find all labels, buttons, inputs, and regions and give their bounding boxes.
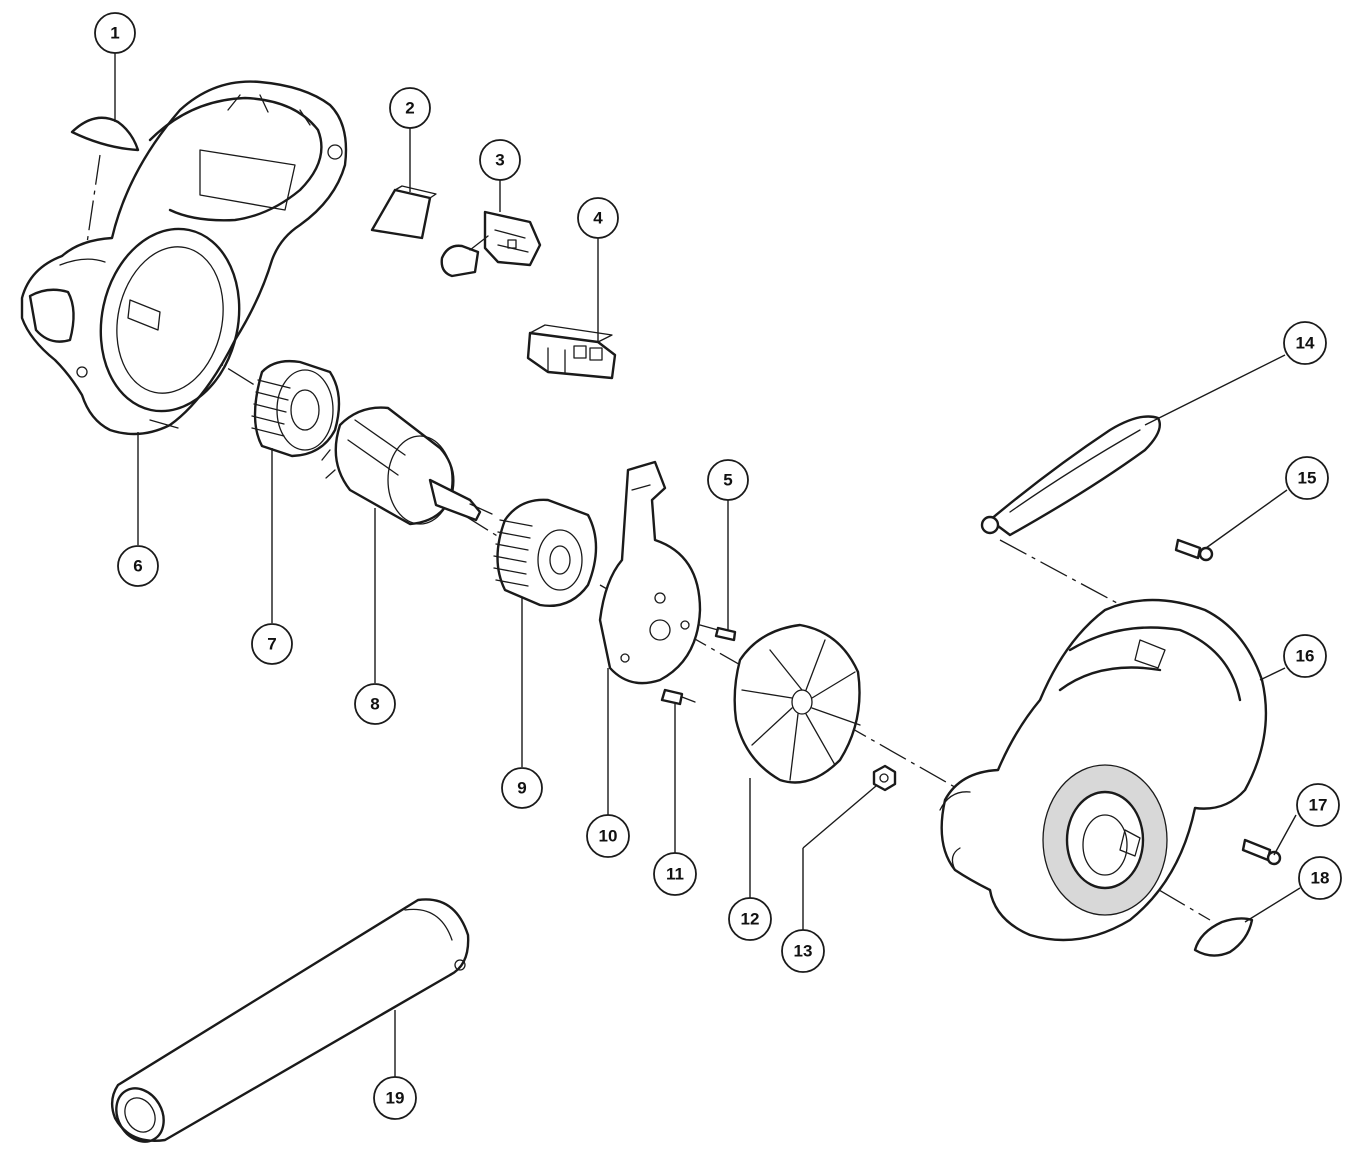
callout-12: 12	[728, 897, 772, 941]
part-18-cap	[1193, 917, 1254, 957]
callout-label: 11	[666, 865, 684, 884]
callout-label: 10	[599, 827, 618, 846]
callout-11: 11	[653, 852, 697, 896]
part-6-left-housing	[20, 80, 348, 436]
callout-label: 3	[495, 151, 504, 170]
part-14-strap	[980, 415, 1162, 537]
part-16-right-housing	[939, 598, 1268, 942]
callout-label: 19	[386, 1089, 405, 1108]
callout-label: 17	[1309, 796, 1328, 815]
callout-3: 3	[479, 139, 521, 181]
part-12-impeller-fan	[733, 623, 861, 784]
part-4-terminal-block	[526, 324, 617, 380]
callout-17: 17	[1296, 783, 1340, 827]
part-15-screw	[1174, 538, 1214, 562]
callout-label: 12	[741, 910, 760, 929]
callout-15: 15	[1285, 456, 1329, 500]
callout-13: 13	[781, 929, 825, 973]
callout-label: 5	[723, 471, 732, 490]
part-3-switch	[440, 210, 542, 278]
callout-label: 2	[405, 99, 414, 118]
callout-10: 10	[586, 814, 630, 858]
part-2-switch-cover	[370, 185, 437, 240]
leader-lines	[114, 53, 1301, 1077]
callout-5: 5	[707, 459, 749, 501]
callout-7: 7	[251, 623, 293, 665]
callout-1: 1	[94, 12, 136, 54]
part-17-screw	[1241, 838, 1282, 866]
callout-14: 14	[1283, 321, 1327, 365]
callout-label: 1	[110, 24, 119, 43]
callout-6: 6	[117, 545, 159, 587]
part-1-cap	[70, 116, 140, 152]
callout-8: 8	[354, 683, 396, 725]
part-5-screw	[699, 624, 737, 642]
part-7-bearing-ring	[251, 359, 341, 458]
callout-label: 9	[517, 779, 526, 798]
callout-4: 4	[577, 197, 619, 239]
part-9-motor-holder	[493, 498, 598, 607]
callout-label: 15	[1298, 469, 1317, 488]
part-19-nozzle-tube	[110, 898, 470, 1143]
callout-label: 8	[370, 695, 379, 714]
part-10-bracket-plate	[598, 460, 702, 685]
part-8-motor	[321, 406, 493, 526]
callout-label: 14	[1296, 334, 1315, 353]
callout-label: 16	[1296, 647, 1315, 666]
callout-label: 18	[1311, 869, 1330, 888]
callout-18: 18	[1298, 856, 1342, 900]
callout-label: 7	[267, 635, 276, 654]
callout-9: 9	[501, 767, 543, 809]
callout-label: 4	[593, 209, 603, 228]
callout-16: 16	[1283, 634, 1327, 678]
callout-2: 2	[389, 87, 431, 129]
callout-label: 6	[133, 557, 142, 576]
callout-19: 19	[373, 1076, 417, 1120]
part-13-nut	[872, 764, 897, 792]
part-11-screw	[660, 688, 696, 706]
callout-label: 13	[794, 942, 813, 961]
